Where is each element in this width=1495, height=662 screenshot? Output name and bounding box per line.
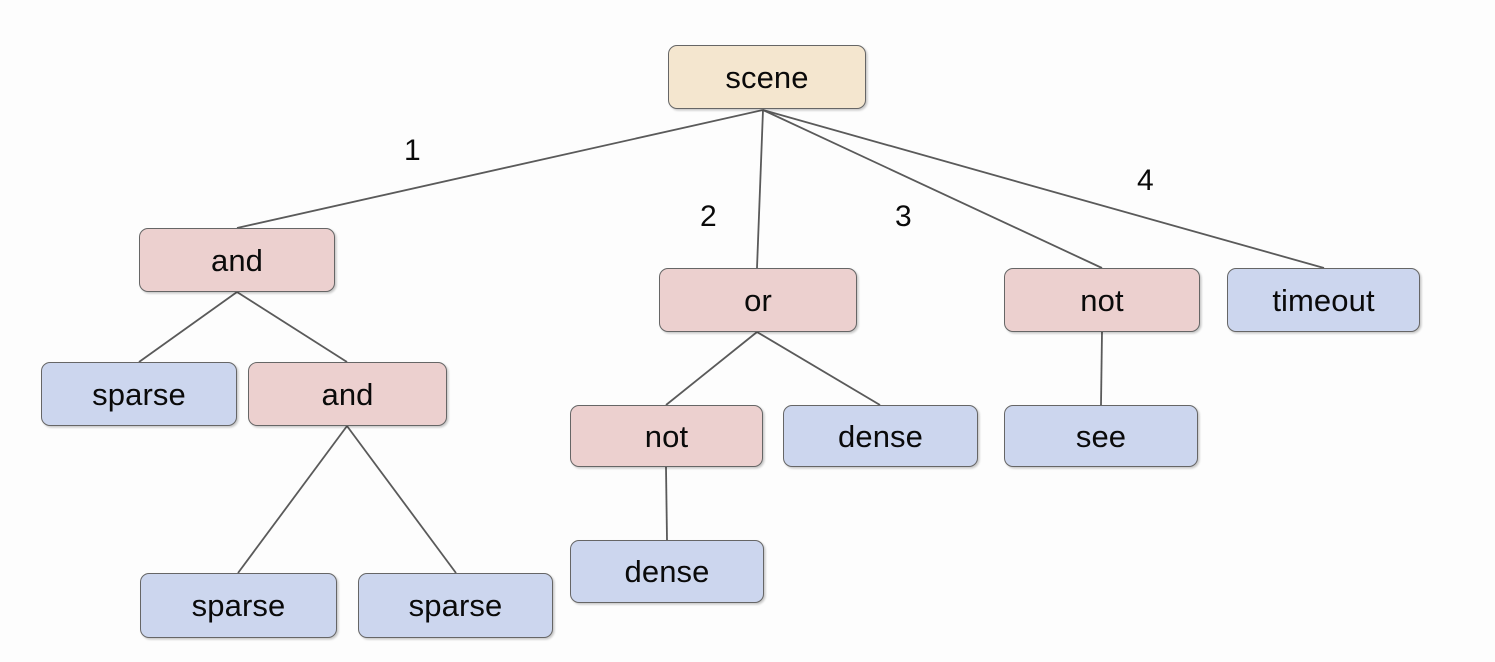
tree-edge xyxy=(1100,331,1103,406)
tree-node-and1[interactable]: and xyxy=(139,228,335,292)
tree-node-dense_b[interactable]: dense xyxy=(570,540,764,603)
tree-edge xyxy=(236,109,764,229)
tree-edge xyxy=(236,291,348,363)
tree-node-or1[interactable]: or xyxy=(659,268,857,332)
tree-node-and2[interactable]: and xyxy=(248,362,447,426)
tree-node-sparse1[interactable]: sparse xyxy=(41,362,237,426)
tree-node-not_m[interactable]: not xyxy=(570,405,763,467)
edge-label: 3 xyxy=(895,200,912,233)
tree-edge xyxy=(237,425,348,574)
tree-node-scene[interactable]: scene xyxy=(668,45,866,109)
tree-node-not_r[interactable]: not xyxy=(1004,268,1200,332)
tree-node-dense_m[interactable]: dense xyxy=(783,405,978,467)
edge-label: 4 xyxy=(1137,164,1154,197)
edge-label: 1 xyxy=(404,134,421,167)
tree-edge xyxy=(665,331,758,406)
tree-edge xyxy=(138,291,238,363)
tree-edge xyxy=(665,466,668,541)
tree-edge xyxy=(756,109,764,269)
tree-node-sparse2[interactable]: sparse xyxy=(140,573,337,638)
tree-edge xyxy=(756,331,881,406)
tree-edge xyxy=(346,425,457,574)
tree-node-sparse3[interactable]: sparse xyxy=(358,573,553,638)
edge-label: 2 xyxy=(700,200,717,233)
tree-node-see[interactable]: see xyxy=(1004,405,1198,467)
tree-edge xyxy=(762,109,1103,269)
tree-edge xyxy=(762,109,1325,269)
tree-node-timeout[interactable]: timeout xyxy=(1227,268,1420,332)
